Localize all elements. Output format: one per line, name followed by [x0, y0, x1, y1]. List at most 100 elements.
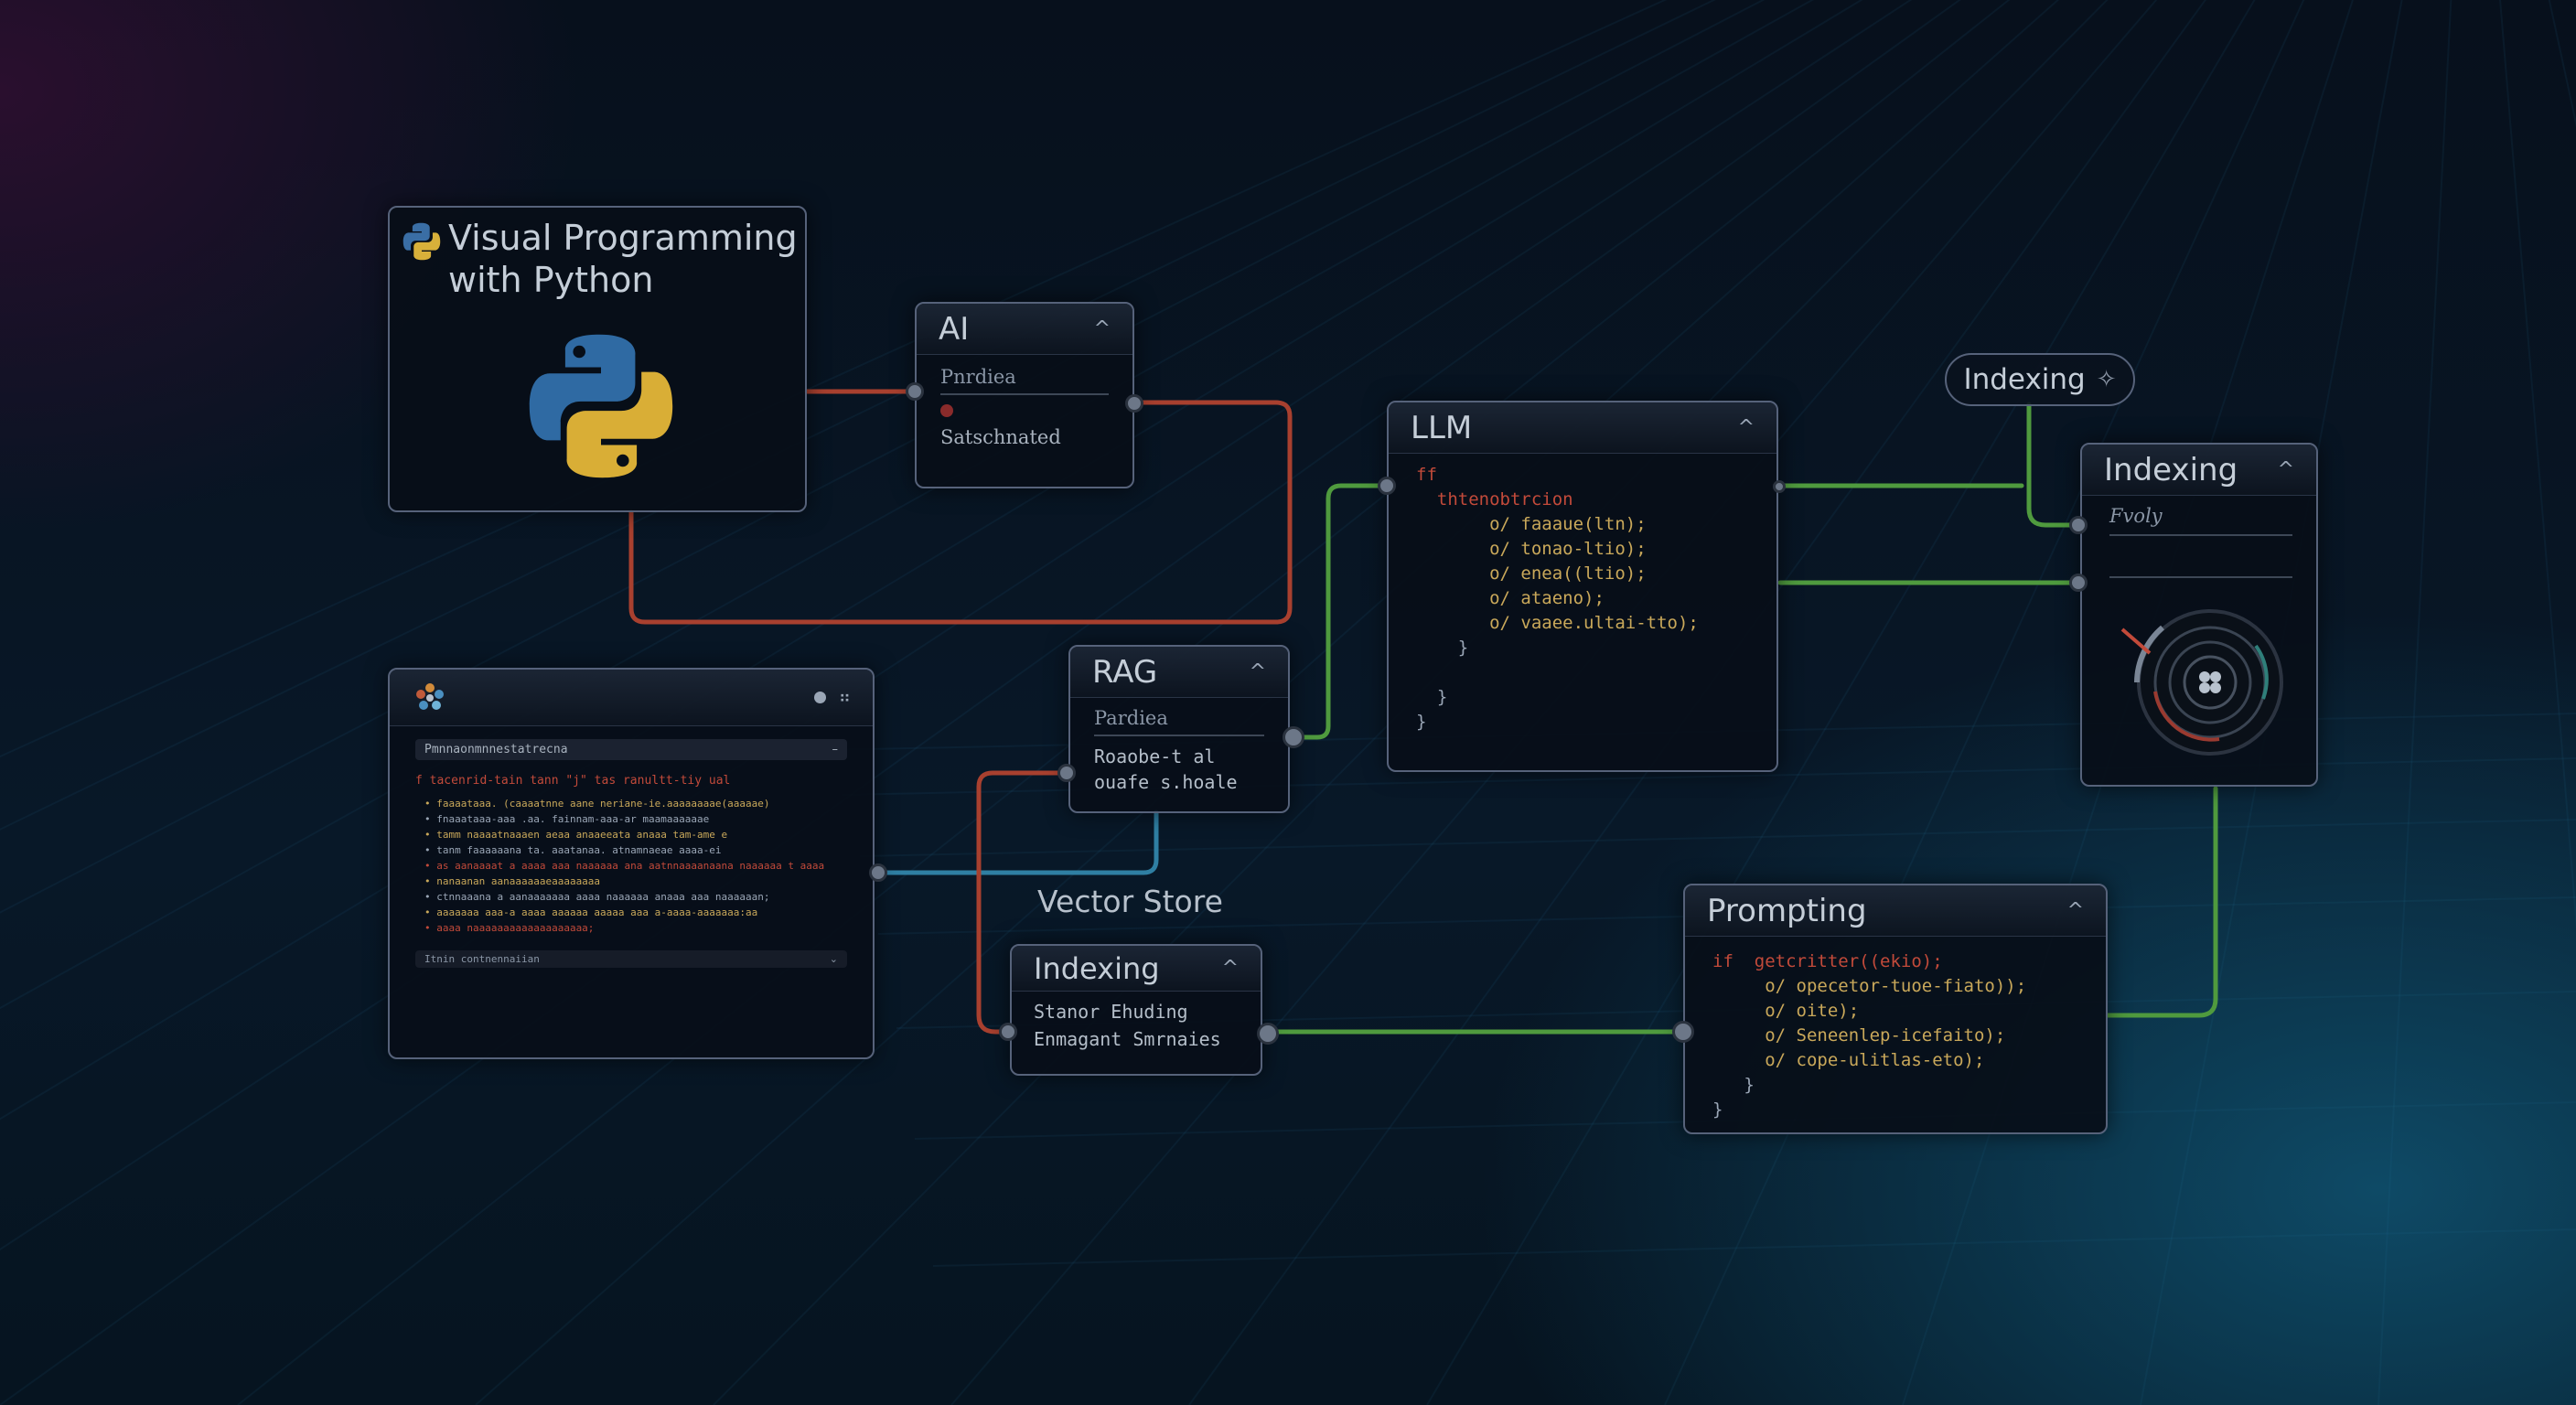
code-line: o/ faaaue(ltn);	[1416, 514, 1647, 534]
grip-icon[interactable]: ⠶	[838, 688, 851, 707]
llm-node-title: LLM	[1411, 409, 1473, 446]
port-rag-out[interactable]	[1283, 726, 1304, 748]
indexing-node-right[interactable]: Indexing ^ Fvoly	[2080, 443, 2318, 787]
collapse-caret-icon[interactable]: ^	[1249, 660, 1266, 683]
collapse-caret-icon[interactable]: ^	[1093, 317, 1111, 340]
dropdown-caret-icon: ⌄	[829, 953, 838, 965]
port-indexing-right-in-2[interactable]	[2069, 574, 2088, 592]
code-line: o/ Seneenlep-icefaito);	[1712, 1025, 2006, 1046]
sparkle-icon: ✧	[2096, 366, 2117, 393]
dropdown-caret-icon: –	[832, 743, 839, 756]
python-card-title-line1: Visual Programming	[448, 218, 798, 258]
port-indexing-out[interactable]	[1257, 1023, 1279, 1045]
ai-node-field-label: Pnrdiea	[940, 366, 1016, 388]
llm-node-header[interactable]: LLM ^	[1389, 402, 1776, 454]
prompting-node[interactable]: Prompting ^ if getcritter((ekio); o/ ope…	[1683, 884, 2108, 1134]
code-line: }	[1416, 687, 1448, 707]
rag-node-header[interactable]: RAG ^	[1070, 647, 1288, 698]
collapse-caret-icon[interactable]: ^	[1221, 957, 1239, 980]
indexing-node-small-title: Indexing	[1034, 950, 1160, 986]
rag-node-line2: ouafe s.hoale	[1094, 771, 1238, 793]
editor-dropdown-top-label: Pmnnaonmnnestatrecna	[424, 743, 568, 756]
rag-node-field-label: Pardiea	[1094, 707, 1168, 729]
editor-dropdown-top[interactable]: Pmnnaonmnnestatrecna –	[415, 739, 847, 760]
editor-panel[interactable]: ⠶ Pmnnaonmnnestatrecna – f tacenrid-tain…	[388, 668, 875, 1059]
llm-code-block: ff thtenobtrcion o/ faaaue(ltn); o/ tona…	[1389, 454, 1776, 735]
indexing-node-right-title: Indexing	[2104, 451, 2238, 488]
code-line: }	[1416, 712, 1427, 732]
flower-logo-icon	[416, 682, 444, 710]
vector-store-label: Vector Store	[1037, 884, 1223, 919]
editor-bullet-line: • ctnnaaana a aanaaaaaaa aaaa naaaaaa an…	[424, 891, 770, 903]
code-line: thtenobtrcion	[1416, 489, 1573, 509]
rag-node[interactable]: RAG ^ Pardiea Roaobe-t al ouafe s.hoale	[1068, 645, 1290, 813]
editor-bullet-line: • aaaa naaaaaaaaaaaaaaaaaaa;	[424, 922, 595, 934]
status-dot-icon	[940, 404, 953, 417]
rag-node-title: RAG	[1092, 653, 1158, 691]
indexing-node-right-field-label: Fvoly	[2109, 505, 2163, 527]
port-python-out[interactable]	[906, 382, 924, 401]
python-emblem-icon	[529, 334, 673, 478]
code-line: ff	[1416, 465, 1437, 485]
editor-bullet-line: • nanaanan aanaaaaaaeaaaaaaaa	[424, 875, 601, 887]
python-card-title-line2: with Python	[448, 260, 654, 300]
python-card-title: Visual Programming with Python	[448, 217, 798, 301]
port-llm-in[interactable]	[1378, 477, 1396, 495]
editor-bullet-line: • tamm naaaatnaaaen aeaa anaaeeata anaaa…	[424, 829, 728, 841]
wire-tag-to-indexing	[2026, 402, 2081, 528]
indexing-node-small-line1: Stanor Ehuding	[1034, 1001, 1188, 1023]
port-llm-out[interactable]	[1773, 480, 1786, 493]
code-line: o/ opecetor-tuoe-fiato));	[1712, 976, 2027, 996]
code-line: o/ oite);	[1712, 1001, 1860, 1021]
editor-dropdown-bottom[interactable]: Itnin contnennaiian ⌄	[415, 950, 847, 968]
ai-node-header[interactable]: AI ^	[917, 304, 1132, 355]
indexing-tag-label: Indexing	[1963, 363, 2086, 396]
port-prompting-in[interactable]	[1672, 1021, 1694, 1043]
editor-panel-header[interactable]: ⠶	[390, 670, 873, 726]
prompting-node-header[interactable]: Prompting ^	[1685, 885, 2106, 937]
editor-dropdown-bottom-label: Itnin contnennaiian	[424, 953, 540, 965]
indexing-node-small[interactable]: Indexing ^ Stanor Ehuding Enmagant Smrna…	[1010, 944, 1262, 1076]
indexing-node-small-header[interactable]: Indexing ^	[1012, 946, 1261, 992]
wire-rag-to-llm	[1291, 483, 1390, 740]
collapse-caret-icon[interactable]: ^	[2277, 458, 2294, 481]
collapse-caret-icon[interactable]: ^	[2066, 899, 2084, 922]
indexing-node-right-header[interactable]: Indexing ^	[2082, 445, 2316, 496]
wire-rag-to-indexing	[976, 770, 1069, 1035]
port-indexing-right-in-1[interactable]	[2069, 516, 2088, 534]
port-indexing-in[interactable]	[999, 1023, 1017, 1041]
code-line: }	[1712, 1075, 1755, 1095]
collapse-caret-icon[interactable]: ^	[1737, 416, 1755, 439]
prompting-code-block: if getcritter((ekio); o/ opecetor-tuoe-f…	[1685, 937, 2106, 1122]
editor-bullet-list: • faaaataaa. (caaaatnne aane neriane-ie.…	[415, 796, 847, 936]
editor-header-line: f tacenrid-tain tann "j" tas ranultt-tiy…	[415, 774, 731, 788]
code-line: }	[1416, 638, 1469, 658]
python-card[interactable]: Visual Programming with Python	[388, 206, 807, 512]
code-line: }	[1712, 1099, 1723, 1120]
ai-node[interactable]: AI ^ Pnrdiea Satschnated	[915, 302, 1134, 488]
editor-bullet-line: • faaaataaa. (caaaatnne aane neriane-ie.…	[424, 798, 770, 810]
code-line: if getcritter((ekio);	[1712, 951, 1943, 971]
port-editor-out[interactable]	[869, 863, 887, 882]
status-dot-icon	[813, 692, 826, 703]
editor-bullet-line: • aaaaaaa aaa-a aaaa aaaaaa aaaaa aaa a-…	[424, 906, 758, 918]
wire-indexing-to-prompting-right	[2105, 786, 2218, 1018]
wire-editor-to-rag	[877, 810, 1159, 875]
port-ai-out[interactable]	[1125, 394, 1143, 413]
indexing-tag[interactable]: Indexing ✧	[1945, 353, 2135, 406]
rag-node-line1: Roaobe-t al	[1094, 745, 1216, 767]
code-line: o/ enea((ltio);	[1416, 563, 1647, 584]
vector-radar-icon	[2120, 609, 2283, 756]
code-line	[1416, 660, 1749, 685]
editor-bullet-line: • as aanaaaat a aaaa aaa naaaaaa ana aat…	[424, 860, 825, 872]
ai-node-title: AI	[939, 310, 970, 348]
wire-python-loop-to-ai	[628, 400, 1293, 625]
indexing-node-small-line2: Enmagant Smrnaies	[1034, 1028, 1221, 1050]
port-rag-in[interactable]	[1057, 764, 1076, 782]
editor-bullet-line: • fnaaataaa-aaa .aa. fainnam-aaa-ar maam…	[424, 813, 710, 825]
code-line: o/ ataeno);	[1416, 588, 1605, 608]
editor-bullet-line: • tanm faaaaaana ta. aaatanaa. atnamnaea…	[424, 844, 722, 856]
code-line: o/ cope-ulitlas-eto);	[1712, 1050, 1985, 1070]
llm-node[interactable]: LLM ^ ff thtenobtrcion o/ faaaue(ltn); o…	[1387, 401, 1778, 772]
